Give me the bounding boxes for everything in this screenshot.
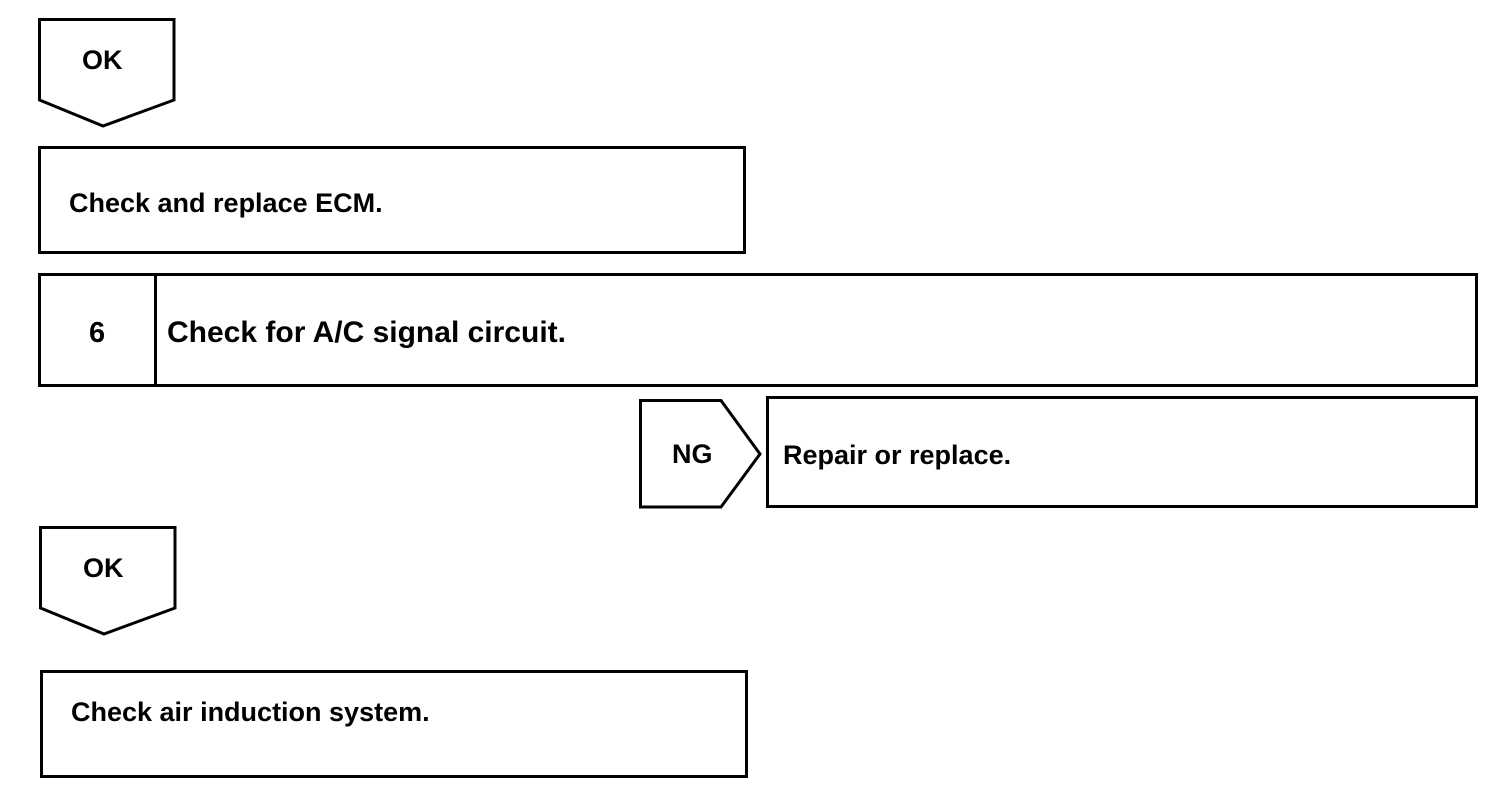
ng-arrow: NG: [639, 399, 763, 511]
action-box-replace-ecm: Check and replace ECM.: [38, 146, 746, 254]
ng-label: NG: [672, 439, 713, 469]
action-box-repair-replace: Repair or replace.: [766, 396, 1478, 508]
action-box-air-induction: Check air induction system.: [40, 670, 748, 778]
down-arrow-shape: [38, 18, 176, 128]
right-arrow-shape: [639, 399, 762, 509]
ok-label: OK: [83, 553, 124, 583]
ng-action-text: Repair or replace.: [783, 440, 1012, 470]
step-number: 6: [89, 317, 106, 349]
step-title: Check for A/C signal circuit.: [167, 316, 566, 349]
ok-arrow-bottom: OK: [39, 526, 177, 636]
ok-arrow-top: OK: [38, 18, 176, 128]
action-text: Check air induction system.: [71, 697, 430, 727]
down-arrow-shape: [39, 526, 177, 636]
ok-label: OK: [82, 45, 123, 75]
step-box-6: 6 Check for A/C signal circuit.: [38, 273, 1478, 387]
action-text: Check and replace ECM.: [69, 188, 383, 218]
step-number-cell: 6: [41, 276, 157, 384]
